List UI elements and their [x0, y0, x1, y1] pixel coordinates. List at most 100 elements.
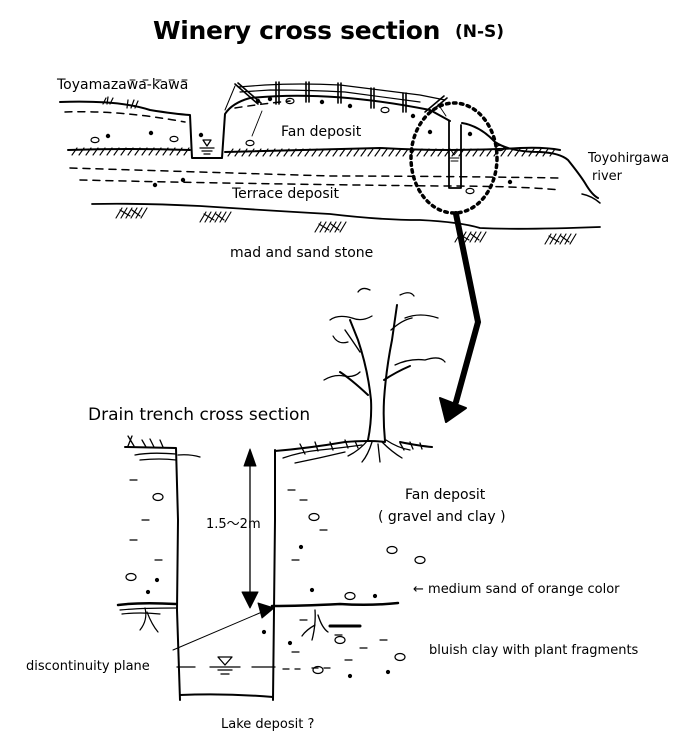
depth-arrow[interactable]	[241, 448, 259, 609]
bedrock-hatch-mark	[564, 233, 572, 245]
pebble	[414, 555, 426, 565]
label-river-line2: river	[592, 169, 622, 184]
bedrock-hatch-mark	[119, 209, 141, 217]
pebble-dot	[372, 593, 378, 599]
trench-left-block	[116, 446, 181, 701]
bedrock-hatch-mark	[474, 231, 482, 243]
contact-hatch-mark	[248, 148, 255, 157]
contact-hatch-mark	[269, 148, 276, 157]
pebble-dot	[287, 640, 293, 646]
trench-bottom	[179, 693, 274, 698]
contact-hatch-mark	[290, 148, 297, 157]
bedrock-hatch-mark	[324, 221, 332, 233]
contact-hatch-mark	[169, 147, 176, 156]
lower-section-title: Drain trench cross section	[88, 405, 311, 425]
pebble	[152, 492, 164, 502]
label-bluish-clay: bluish clay with plant fragments	[429, 643, 639, 658]
contact-hatch-mark	[486, 148, 493, 157]
contact-hatch-mark	[402, 148, 409, 157]
terrace-bedrock-boundary	[91, 202, 601, 230]
bedrock-hatch-mark	[329, 221, 337, 233]
contact-hatch-mark	[297, 148, 304, 157]
contact-hatch-mark	[99, 147, 106, 156]
contact-hatch-mark	[535, 148, 542, 157]
bedrock-hatch-mark	[559, 233, 567, 245]
pebble-dot	[105, 133, 111, 139]
pebble	[344, 591, 356, 601]
pebble	[90, 136, 100, 144]
title-orientation: (N-S)	[455, 22, 505, 42]
contact-hatch-mark	[141, 147, 148, 156]
contact-hatch-mark	[514, 148, 521, 157]
contact-hatch-mark	[542, 148, 549, 157]
bedrock-hatch-mark	[140, 207, 148, 219]
contact-hatching	[71, 147, 556, 157]
contact-hatch-mark	[304, 148, 311, 157]
contact-hatch-mark	[262, 148, 269, 157]
tree	[323, 287, 446, 463]
bedrock-hatch-mark	[469, 231, 477, 243]
pebble-dot	[298, 544, 304, 550]
label-discontinuity-plane: discontinuity plane	[26, 659, 150, 674]
discontinuity-pointer	[172, 602, 275, 651]
contact-hatch-mark	[92, 147, 99, 156]
contact-hatch-mark	[113, 147, 120, 156]
contact-hatch-mark	[162, 147, 169, 156]
contact-hatch-mark	[71, 147, 78, 156]
depth-label: 1.5〜2m	[206, 517, 261, 532]
pebble-dot	[410, 113, 416, 119]
pebble-dot	[180, 177, 186, 183]
pebble	[285, 97, 295, 105]
zoom-arrow	[439, 211, 482, 423]
contact-hatch-mark	[227, 148, 234, 157]
label-stream: Toyamazawa-kawa	[57, 77, 189, 93]
contact-hatch-mark	[437, 148, 444, 157]
contact-hatch-mark	[234, 148, 241, 157]
fan-terrace-contact	[67, 146, 561, 153]
contact-hatch-mark	[465, 148, 472, 157]
label-fan-deposit-lower: Fan deposit	[405, 487, 486, 503]
pebble-dot	[347, 673, 353, 679]
bedrock-hatch-patches	[115, 207, 577, 245]
bedrock-hatch-mark	[339, 221, 347, 233]
contact-hatch-mark	[388, 148, 395, 157]
contact-hatch-mark	[276, 148, 283, 157]
pebble-dot	[385, 669, 391, 675]
contact-hatch-mark	[395, 148, 402, 157]
contact-hatch-mark	[255, 148, 262, 157]
contact-hatch-mark	[332, 148, 339, 157]
label-river-line1: Toyohirgawa	[588, 151, 670, 166]
upper-dashed-layers	[64, 79, 561, 191]
contact-hatch-mark	[500, 148, 507, 157]
pebble	[380, 106, 390, 114]
grass-tufts	[102, 96, 139, 109]
pebble	[465, 187, 475, 195]
contact-hatch-mark	[549, 148, 556, 157]
label-lake-deposit: Lake deposit ?	[221, 717, 315, 732]
water-level-symbol	[176, 656, 331, 675]
upper-ground-surface	[59, 94, 601, 204]
contact-hatch-mark	[416, 148, 423, 157]
label-orange-sand: ← medium sand of orange color	[413, 582, 620, 597]
pebble	[308, 512, 320, 522]
bedrock-hatch-mark	[479, 231, 487, 243]
bedrock-hatch-mark	[224, 211, 232, 223]
bedrock-hatch-mark	[219, 211, 227, 223]
contact-hatch-mark	[283, 148, 290, 157]
pebble-dot	[148, 130, 154, 136]
bedrock-hatch-mark	[199, 211, 207, 223]
pebble-dot	[152, 182, 158, 188]
contact-hatch-mark	[521, 148, 528, 157]
pebble-dot	[467, 131, 473, 137]
upper-trench	[448, 120, 462, 189]
bedrock-hatch-mark	[544, 233, 552, 245]
bedrock-hatch-mark	[115, 207, 123, 219]
pebble	[312, 665, 324, 675]
pebble	[495, 144, 505, 152]
bedrock-hatch-mark	[125, 207, 133, 219]
pebble-dot	[507, 179, 513, 185]
soil-surface-scribbles	[119, 435, 423, 641]
bedrock-hatch-mark	[209, 211, 217, 223]
bedrock-hatch-mark	[548, 235, 570, 243]
